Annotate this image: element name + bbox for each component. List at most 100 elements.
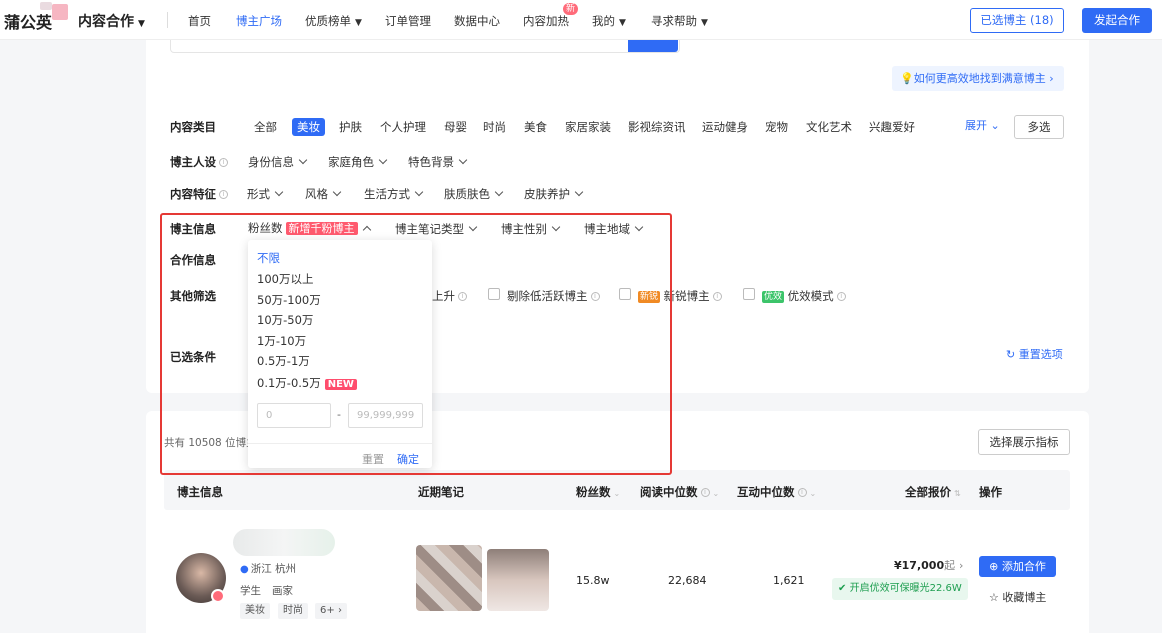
dropdown-label: 粉丝数	[248, 221, 283, 235]
dropdown-background[interactable]: 特色背景	[408, 154, 468, 170]
dropdown-family-role[interactable]: 家庭角色	[328, 154, 388, 170]
option-label: 优效模式	[787, 289, 834, 303]
content-coop-menu[interactable]: 内容合作▼	[78, 11, 145, 31]
fans-option[interactable]: 0.5万-1万	[257, 354, 310, 368]
nav-mine-label: 我的	[592, 14, 615, 28]
expand-categories[interactable]: 展开 ⌄	[965, 117, 1000, 133]
multi-select-button[interactable]: 多选	[1014, 115, 1064, 139]
nav-help[interactable]: 寻求帮助▼	[651, 13, 708, 29]
launch-coop-button[interactable]: 发起合作	[1082, 8, 1152, 33]
tips-link[interactable]: 💡如何更高效地找到满意博主 ›	[892, 66, 1064, 91]
selected-conditions-label: 已选条件	[170, 350, 216, 364]
category-skincare[interactable]: 护肤	[339, 120, 362, 134]
eff-mode-checkbox[interactable]	[743, 288, 755, 300]
nav-orders[interactable]: 订单管理	[385, 14, 431, 28]
dropdown-label: 家庭角色	[328, 155, 374, 169]
dropdown-lifestyle[interactable]: 生活方式	[364, 186, 424, 202]
dropdown-label: 博主笔记类型	[395, 222, 464, 236]
note-thumbnail[interactable]	[487, 549, 549, 611]
brand-logo[interactable]: 蒲公英	[4, 13, 53, 32]
nav-rankings[interactable]: 优质榜单▼	[305, 13, 362, 29]
dropdown-label: 皮肤养护	[524, 187, 570, 201]
reset-options-button[interactable]: ↻ 重置选项	[1006, 346, 1063, 362]
dropdown-gender[interactable]: 博主性别	[501, 221, 561, 237]
new-kfans-tag: 新增千粉博主	[285, 222, 358, 235]
fans-option[interactable]: 50万-100万	[257, 293, 321, 307]
category-home[interactable]: 家居家装	[565, 120, 611, 134]
fans-option[interactable]: 10万-50万	[257, 313, 314, 327]
info-icon[interactable]: i	[458, 292, 467, 301]
fans-option-unlimited[interactable]: 不限	[257, 251, 280, 265]
category-fitness[interactable]: 运动健身	[702, 120, 748, 134]
interact-median-value: 1,621	[773, 574, 805, 587]
category-culture-art[interactable]: 文化艺术	[806, 120, 852, 134]
dropdown-region[interactable]: 博主地域	[584, 221, 644, 237]
remove-low-checkbox[interactable]	[488, 288, 500, 300]
fans-reset-button[interactable]: 重置	[362, 453, 384, 466]
dropdown-style[interactable]: 风格	[305, 186, 342, 202]
eff-promo-badge[interactable]: ✔ 开启优效可保曝光22.6W	[832, 578, 968, 600]
info-icon[interactable]: i	[219, 190, 228, 199]
info-icon[interactable]: i	[219, 158, 228, 167]
role-tag: 画家	[272, 585, 293, 597]
info-icon[interactable]: i	[590, 292, 600, 301]
category-pets[interactable]: 宠物	[765, 120, 788, 134]
nav-home[interactable]: 首页	[188, 14, 211, 28]
category-fashion[interactable]: 时尚	[483, 120, 506, 134]
fans-option[interactable]: 1万-10万	[257, 334, 307, 348]
sort-icon: ⌄	[613, 489, 621, 498]
category-makeup[interactable]: 美妆	[292, 118, 325, 136]
info-icon[interactable]: i	[836, 292, 846, 301]
price-value[interactable]: ¥17,000起 ›	[894, 557, 963, 573]
nav-mine[interactable]: 我的▼	[592, 13, 626, 29]
search-button[interactable]	[628, 40, 678, 52]
dropdown-note-type[interactable]: 博主笔记类型	[395, 221, 478, 237]
nav-blogger-plaza[interactable]: 博主广场	[236, 14, 282, 28]
search-input[interactable]	[170, 40, 680, 53]
selected-bloggers-button[interactable]: 已选博主 (18)	[970, 8, 1064, 33]
category-hobbies[interactable]: 兴趣爱好	[869, 120, 915, 134]
coop-info-label: 合作信息	[170, 253, 216, 267]
new-blogger-checkbox[interactable]	[619, 288, 631, 300]
th-fans[interactable]: 粉丝数⌄	[576, 484, 620, 500]
blogger-name-blurred[interactable]	[233, 529, 335, 556]
category-all[interactable]: 全部	[254, 120, 277, 134]
chevron-down-icon	[298, 155, 308, 165]
fans-min-input[interactable]: 0	[257, 403, 331, 428]
nav-content-boost[interactable]: 内容加热	[523, 14, 569, 28]
shield-check-icon: ✔	[838, 583, 847, 594]
select-metrics-button[interactable]: 选择展示指标	[978, 429, 1070, 455]
more-tags[interactable]: 6+ ›	[315, 603, 347, 619]
dropdown-identity[interactable]: 身份信息	[248, 154, 308, 170]
info-icon[interactable]: i	[712, 292, 722, 301]
price-amount: ¥17,000	[894, 559, 945, 572]
note-thumbnail[interactable]	[416, 545, 482, 611]
content-tag: 美妆	[240, 603, 270, 619]
th-actions: 操作	[979, 485, 1002, 499]
category-entertainment[interactable]: 影视综资讯	[628, 120, 686, 134]
plus-circle-icon: ⊕	[989, 560, 999, 573]
sort-icon: ⌄	[712, 489, 720, 498]
dropdown-skin-care[interactable]: 皮肤养护	[524, 186, 584, 202]
fans-option[interactable]: 100万以上	[257, 272, 314, 286]
category-mom-baby[interactable]: 母婴	[444, 120, 467, 134]
category-food[interactable]: 美食	[524, 120, 547, 134]
add-coop-button[interactable]: ⊕ 添加合作	[979, 556, 1056, 577]
nav-data-center[interactable]: 数据中心	[454, 14, 500, 28]
fans-confirm-button[interactable]: 确定	[397, 453, 419, 466]
dropdown-label: 博主性别	[501, 222, 547, 236]
read-median-value: 22,684	[668, 574, 707, 587]
favorite-button[interactable]: ☆ 收藏博主	[989, 589, 1046, 605]
fans-max-input[interactable]: 99,999,999	[348, 403, 423, 428]
nav-help-label: 寻求帮助	[651, 14, 697, 28]
th-price[interactable]: 全部报价⇅	[905, 484, 961, 500]
caret-down-icon: ▼	[138, 19, 145, 29]
category-personal-care[interactable]: 个人护理	[380, 120, 426, 134]
dropdown-fans[interactable]: 粉丝数新增千粉博主	[248, 220, 371, 236]
dropdown-form[interactable]: 形式	[247, 186, 284, 202]
dropdown-skin-type[interactable]: 肤质肤色	[444, 186, 504, 202]
